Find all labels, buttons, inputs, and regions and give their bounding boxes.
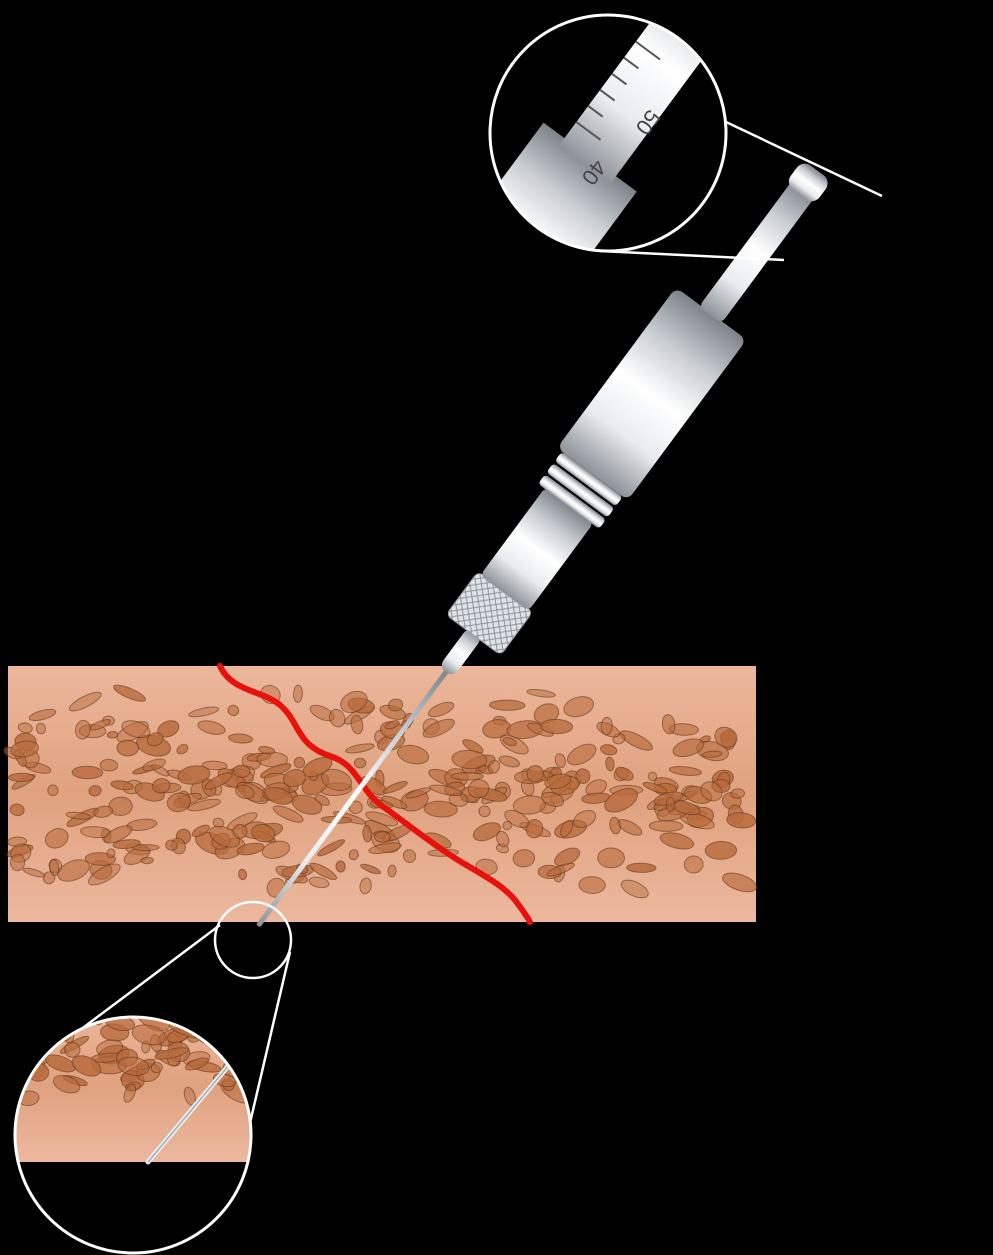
tissue-section bbox=[2, 666, 759, 922]
tip-zoom-callout bbox=[6, 1002, 260, 1253]
plunger-rod bbox=[699, 178, 817, 323]
